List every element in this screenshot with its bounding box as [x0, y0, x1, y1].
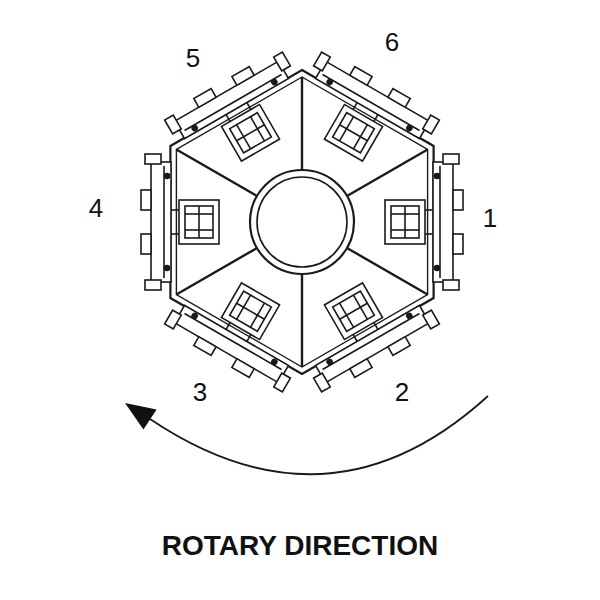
callout-number: 6 — [385, 27, 399, 58]
rotation-arc — [150, 396, 488, 474]
caption: ROTARY DIRECTION — [0, 530, 600, 562]
callout-number: 1 — [483, 203, 497, 234]
callout-number: 5 — [186, 43, 200, 74]
callout-number: 3 — [193, 377, 207, 408]
arrow-head — [125, 403, 157, 430]
callout-number: 4 — [89, 193, 103, 224]
callout-number: 2 — [395, 377, 409, 408]
